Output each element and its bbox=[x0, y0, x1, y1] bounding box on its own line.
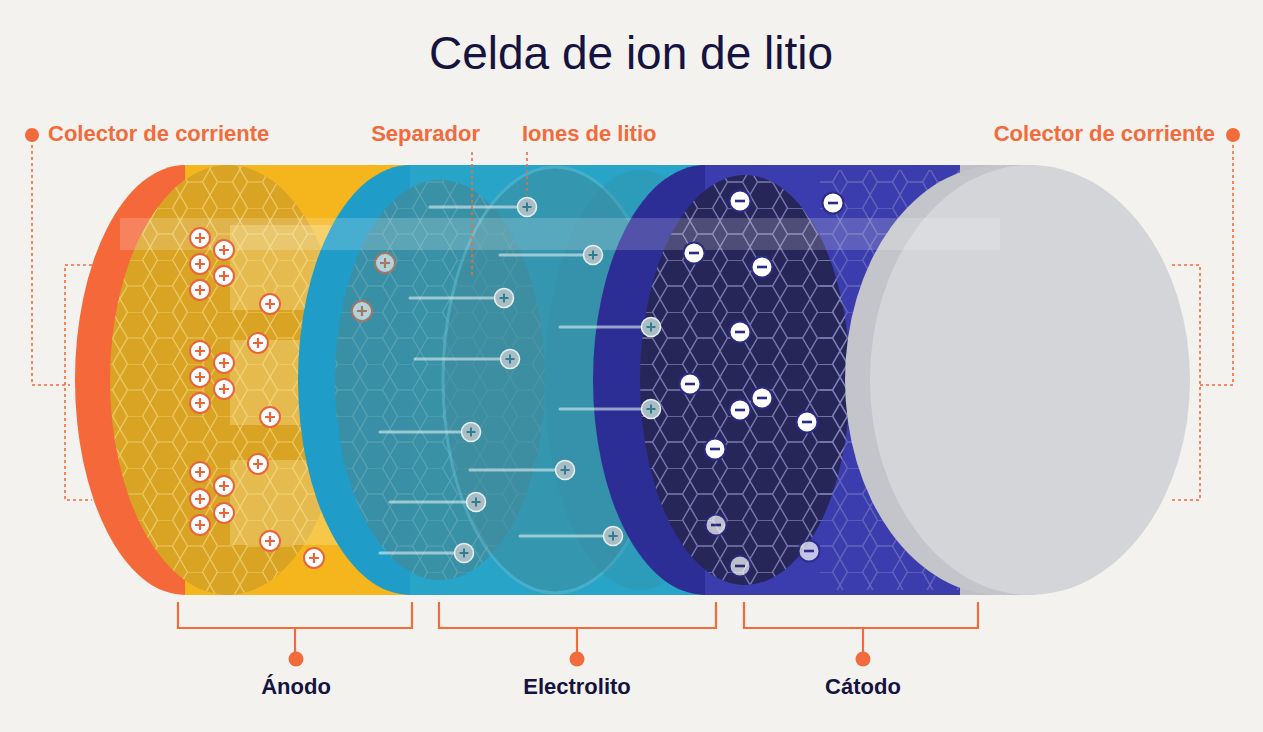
part-label: Colector de corriente bbox=[48, 121, 269, 147]
part-label: Iones de litio bbox=[522, 121, 656, 147]
section-label: Electrolito bbox=[523, 674, 631, 700]
diagram-title: Celda de ion de litio bbox=[429, 26, 833, 80]
part-label: Colector de corriente bbox=[994, 121, 1215, 147]
brackets bbox=[178, 602, 978, 652]
leader-lines bbox=[32, 145, 1233, 500]
section-label: Cátodo bbox=[825, 674, 901, 700]
part-label: Separador bbox=[371, 121, 480, 147]
section-label: Ánodo bbox=[261, 674, 331, 700]
